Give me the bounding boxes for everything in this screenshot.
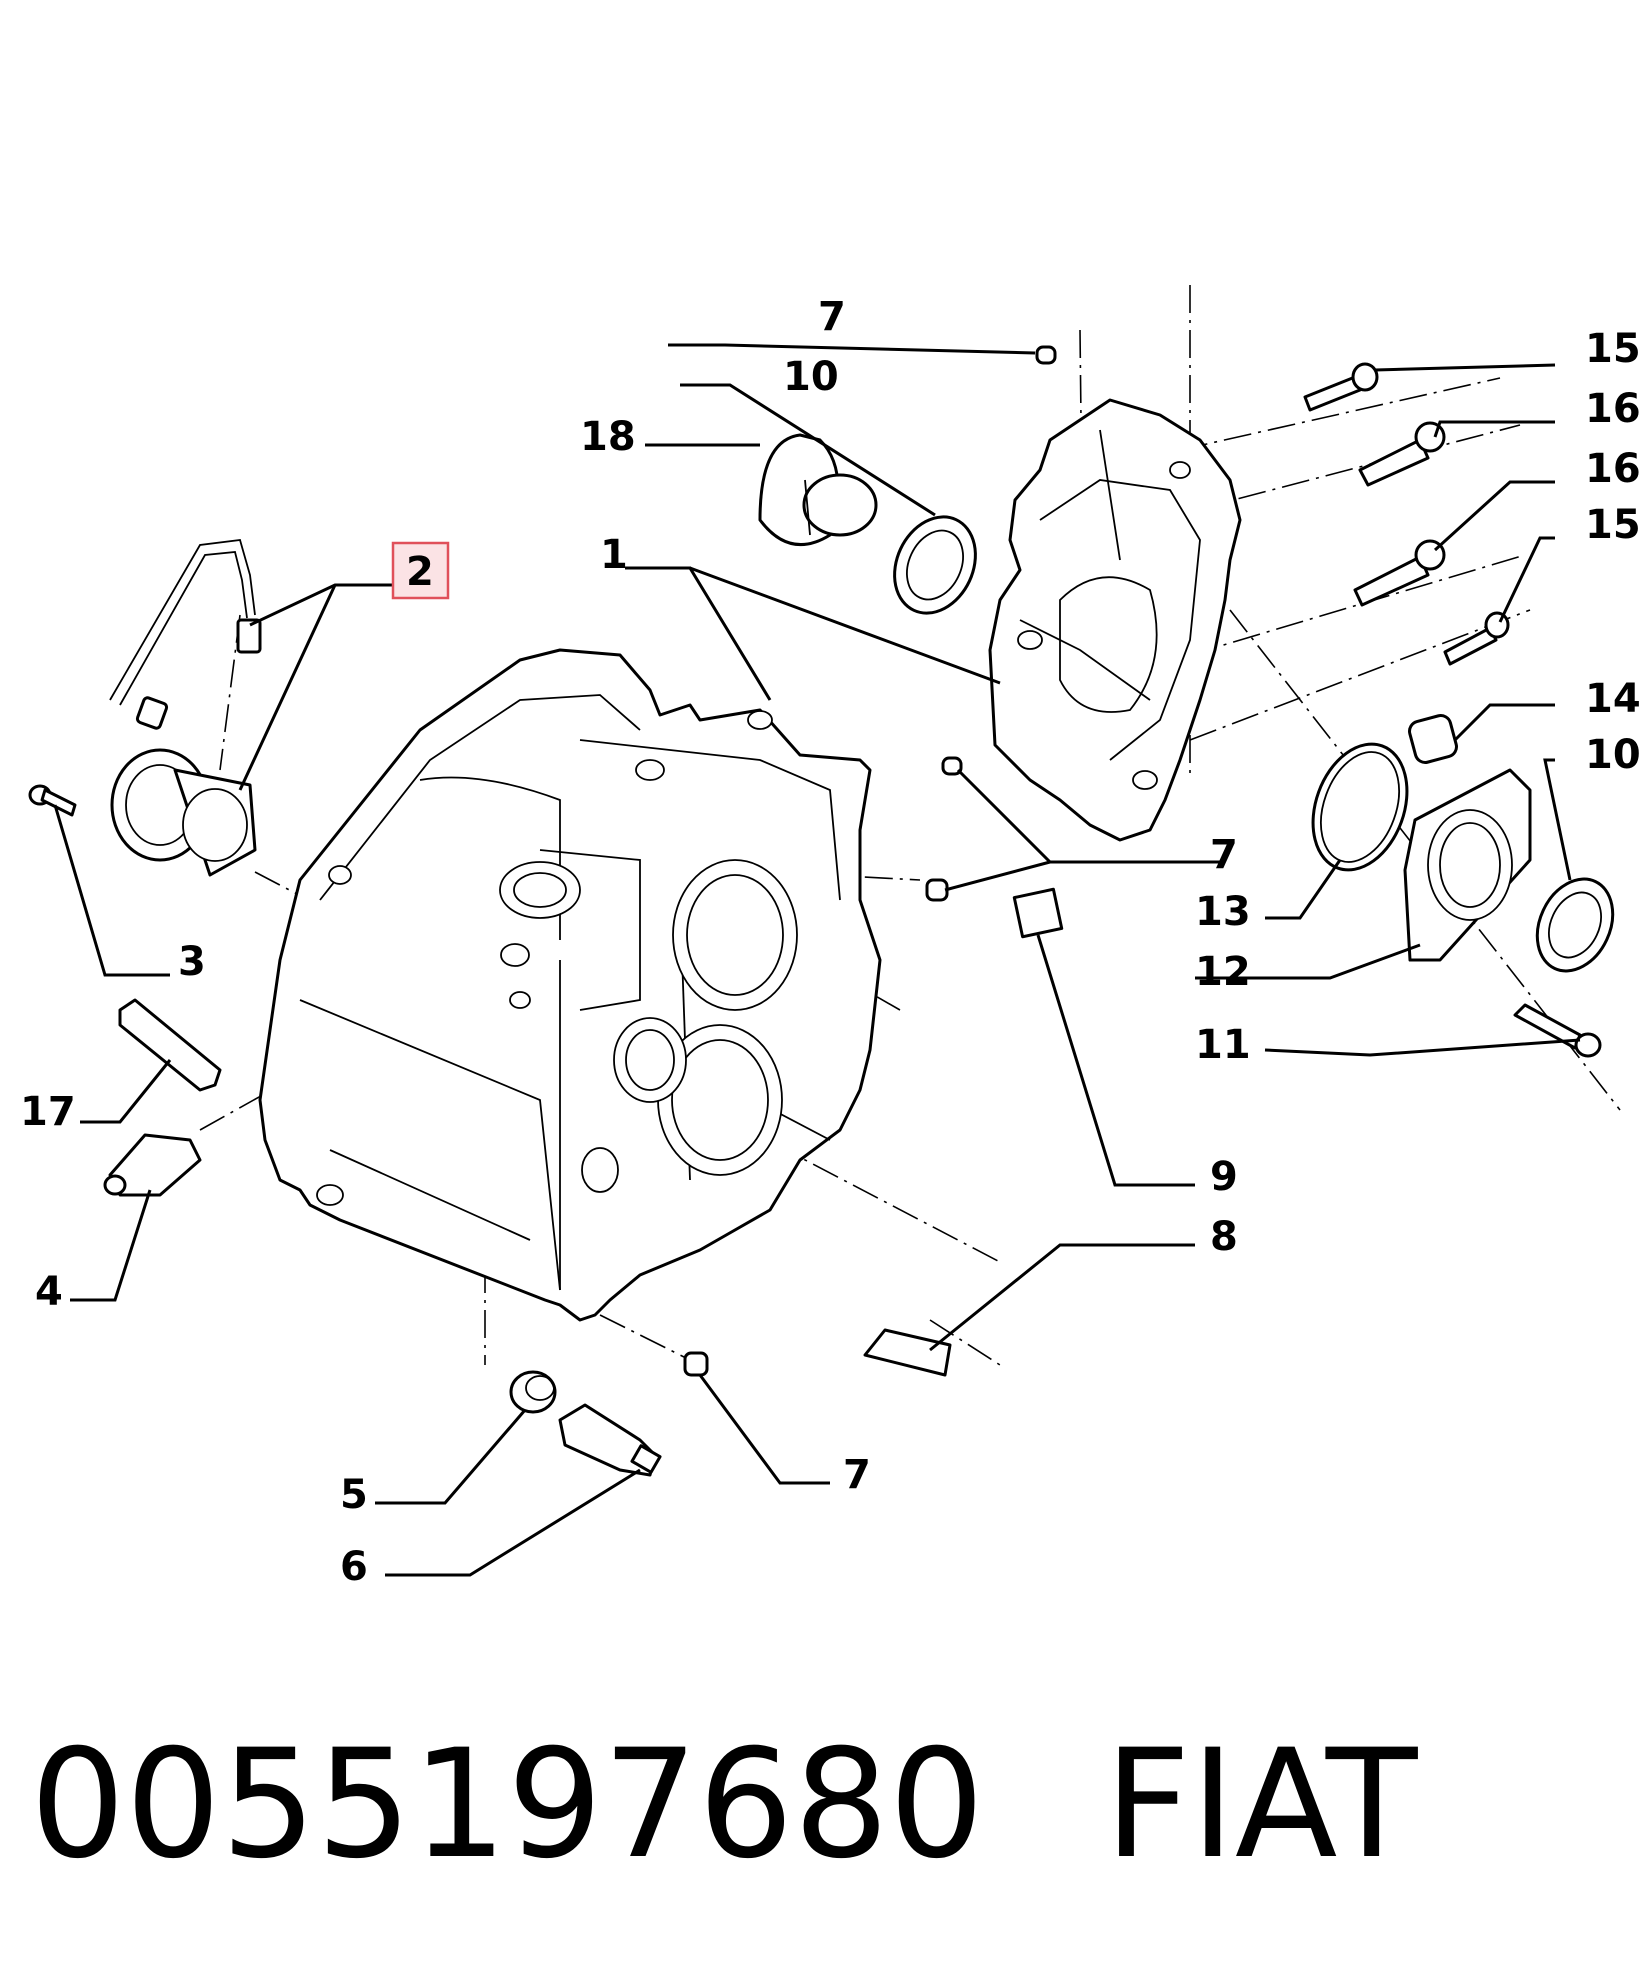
- callout-15-upper[interactable]: 15: [1585, 326, 1641, 372]
- part-7-dowel-right: [925, 878, 949, 902]
- callout-18[interactable]: 18: [580, 414, 636, 460]
- highlight-box: [391, 541, 450, 600]
- part-7-dowel-top: [1035, 345, 1057, 365]
- part-9-pad: [1012, 887, 1064, 939]
- part-number: 0055197680: [30, 1718, 985, 1892]
- part-8-plate: [863, 1328, 952, 1377]
- part-16-bolt-upper: [1358, 421, 1446, 487]
- brand-name: FIAT: [1104, 1718, 1418, 1892]
- callout-13[interactable]: 13: [1195, 889, 1251, 935]
- part-16-bolt-lower: [1353, 539, 1446, 607]
- part-13-o-ring: [1311, 742, 1409, 872]
- part-18-cap: [758, 433, 878, 547]
- callout-1[interactable]: 1: [600, 532, 628, 578]
- callout-5[interactable]: 5: [340, 1472, 368, 1518]
- part-11-bolt: [1513, 1003, 1602, 1058]
- leader-lines: [53, 343, 1581, 1577]
- callout-2[interactable]: 2: [406, 549, 434, 595]
- part-10-seal-right: [1535, 877, 1615, 973]
- part-7-dowel-mid: [941, 756, 963, 776]
- part-5-bush: [509, 1370, 557, 1414]
- callout-7-bottom[interactable]: 7: [843, 1452, 871, 1498]
- callout-14[interactable]: 14: [1585, 676, 1641, 722]
- callout-7-top[interactable]: 7: [818, 294, 846, 340]
- callout-4[interactable]: 4: [35, 1269, 63, 1315]
- part-6-sensor: [558, 1403, 662, 1477]
- part-2-release-bearing: [109, 539, 262, 877]
- callout-3[interactable]: 3: [178, 939, 206, 985]
- callout-9[interactable]: 9: [1210, 1154, 1238, 1200]
- gearbox-housing: [258, 648, 882, 1322]
- part-17-stud: [118, 998, 222, 1092]
- part-7-dowel-bottom: [683, 1351, 709, 1377]
- part-14-bush: [1408, 714, 1458, 764]
- callout-16-upper[interactable]: 16: [1585, 386, 1641, 432]
- callout-12[interactable]: 12: [1195, 949, 1251, 995]
- callout-16-lower[interactable]: 16: [1585, 446, 1641, 492]
- callout-labels: 2 7 10 18 1 3 17 4 5 6 7 7 9 8 13 12 11 …: [20, 294, 1641, 1590]
- callout-10-upper[interactable]: 10: [783, 354, 839, 400]
- callout-15-lower[interactable]: 15: [1585, 502, 1641, 548]
- part-15-bolt-upper: [1303, 362, 1379, 412]
- part-3-bolt: [28, 784, 77, 817]
- part-10-seal-upper: [893, 515, 977, 615]
- callout-7-mid[interactable]: 7: [1210, 832, 1238, 878]
- part-4-switch: [103, 1133, 202, 1197]
- rear-cover: [988, 398, 1242, 842]
- callout-8[interactable]: 8: [1210, 1214, 1238, 1260]
- callout-17[interactable]: 17: [20, 1089, 76, 1135]
- callout-10-right[interactable]: 10: [1585, 732, 1641, 778]
- callout-11[interactable]: 11: [1195, 1022, 1251, 1068]
- part-12-flange: [1403, 768, 1532, 962]
- callout-6[interactable]: 6: [340, 1544, 368, 1590]
